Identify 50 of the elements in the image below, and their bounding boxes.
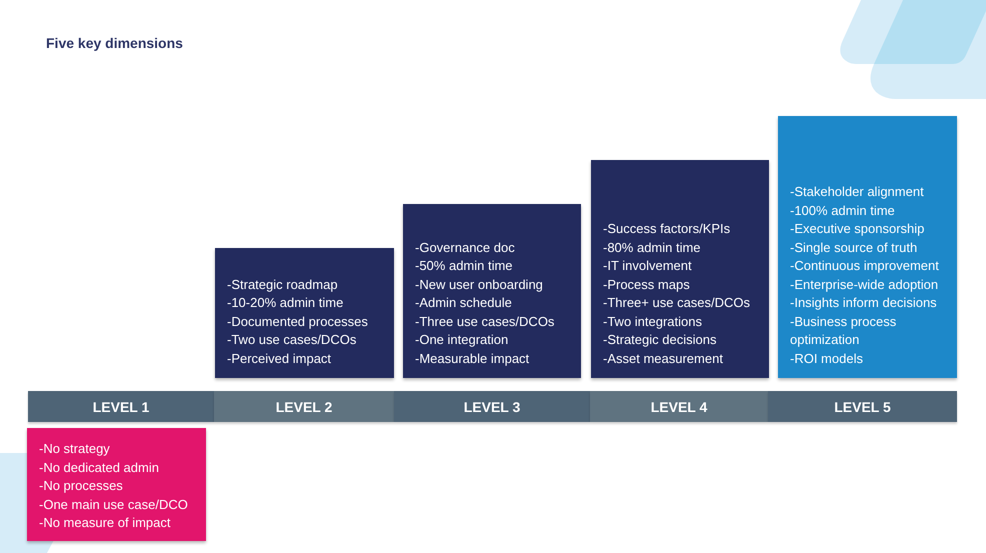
criteria-item: -Governance doc [415, 238, 515, 256]
criteria-item: -New user onboarding [415, 276, 543, 294]
criteria-item: -Single source of truth [790, 238, 918, 257]
criteria-item: -Executive sponsorship [790, 220, 924, 238]
level-band-segment [768, 391, 957, 422]
level-label: LEVEL 3 [464, 398, 520, 414]
level-band-segment [590, 391, 768, 422]
criteria-item: -Insights inform decisions [790, 294, 937, 312]
level-band-segment [28, 391, 214, 422]
criteria-card [778, 116, 957, 378]
criteria-card [591, 160, 769, 378]
criteria-item: -Strategic roadmap [227, 276, 338, 294]
criteria-item: -100% admin time [790, 202, 895, 220]
level-band-segment [214, 391, 394, 422]
criteria-card [215, 248, 394, 378]
criteria-item: -No measure of impact [39, 514, 170, 532]
criteria-item: -Measurable impact [415, 350, 530, 368]
criteria-item: -No processes [39, 477, 123, 495]
level-label: LEVEL 2 [276, 398, 332, 414]
criteria-item: -Business process optimization [790, 312, 898, 349]
criteria-item: -50% admin time [415, 257, 513, 275]
level-band-segment [394, 391, 590, 422]
criteria-item: -Success factors/KPIs [603, 220, 730, 238]
criteria-item: -10-20% admin time [227, 294, 344, 312]
criteria-item: -One integration [415, 331, 508, 349]
criteria-item: -No dedicated admin [39, 458, 159, 476]
criteria-item: -One main use case/DCO [39, 496, 188, 514]
criteria-item: -ROI models [790, 350, 863, 368]
criteria-item: -Three use cases/DCOs [415, 312, 554, 330]
criteria-item: -Documented processes [227, 312, 368, 331]
criteria-card [27, 428, 206, 541]
criteria-item: -Continuous improvement [790, 257, 939, 275]
criteria-item: -Asset measurement [603, 350, 723, 368]
criteria-item: -Two use cases/DCOs [227, 331, 356, 349]
criteria-item: -Admin schedule [415, 294, 512, 312]
criteria-card [403, 204, 581, 378]
criteria-item: -IT involvement [603, 257, 692, 275]
criteria-item: -Strategic decisions [603, 331, 716, 349]
criteria-item: -Stakeholder alignment [790, 183, 924, 201]
criteria-item: -80% admin time [603, 238, 701, 256]
level-label: LEVEL 4 [650, 398, 708, 414]
level-label: LEVEL 5 [834, 398, 891, 414]
criteria-item: -Process maps [603, 276, 690, 294]
criteria-item: -Enterprise-wide adoption [790, 276, 938, 294]
criteria-item: -No strategy [39, 440, 110, 458]
criteria-item: -Two integrations [603, 312, 702, 331]
criteria-item: -Three+ use cases/DCOs [603, 294, 750, 312]
diagram-title: Five key dimensions [46, 35, 183, 51]
level-label: LEVEL 1 [92, 398, 150, 414]
criteria-item: -Perceived impact [227, 350, 332, 368]
